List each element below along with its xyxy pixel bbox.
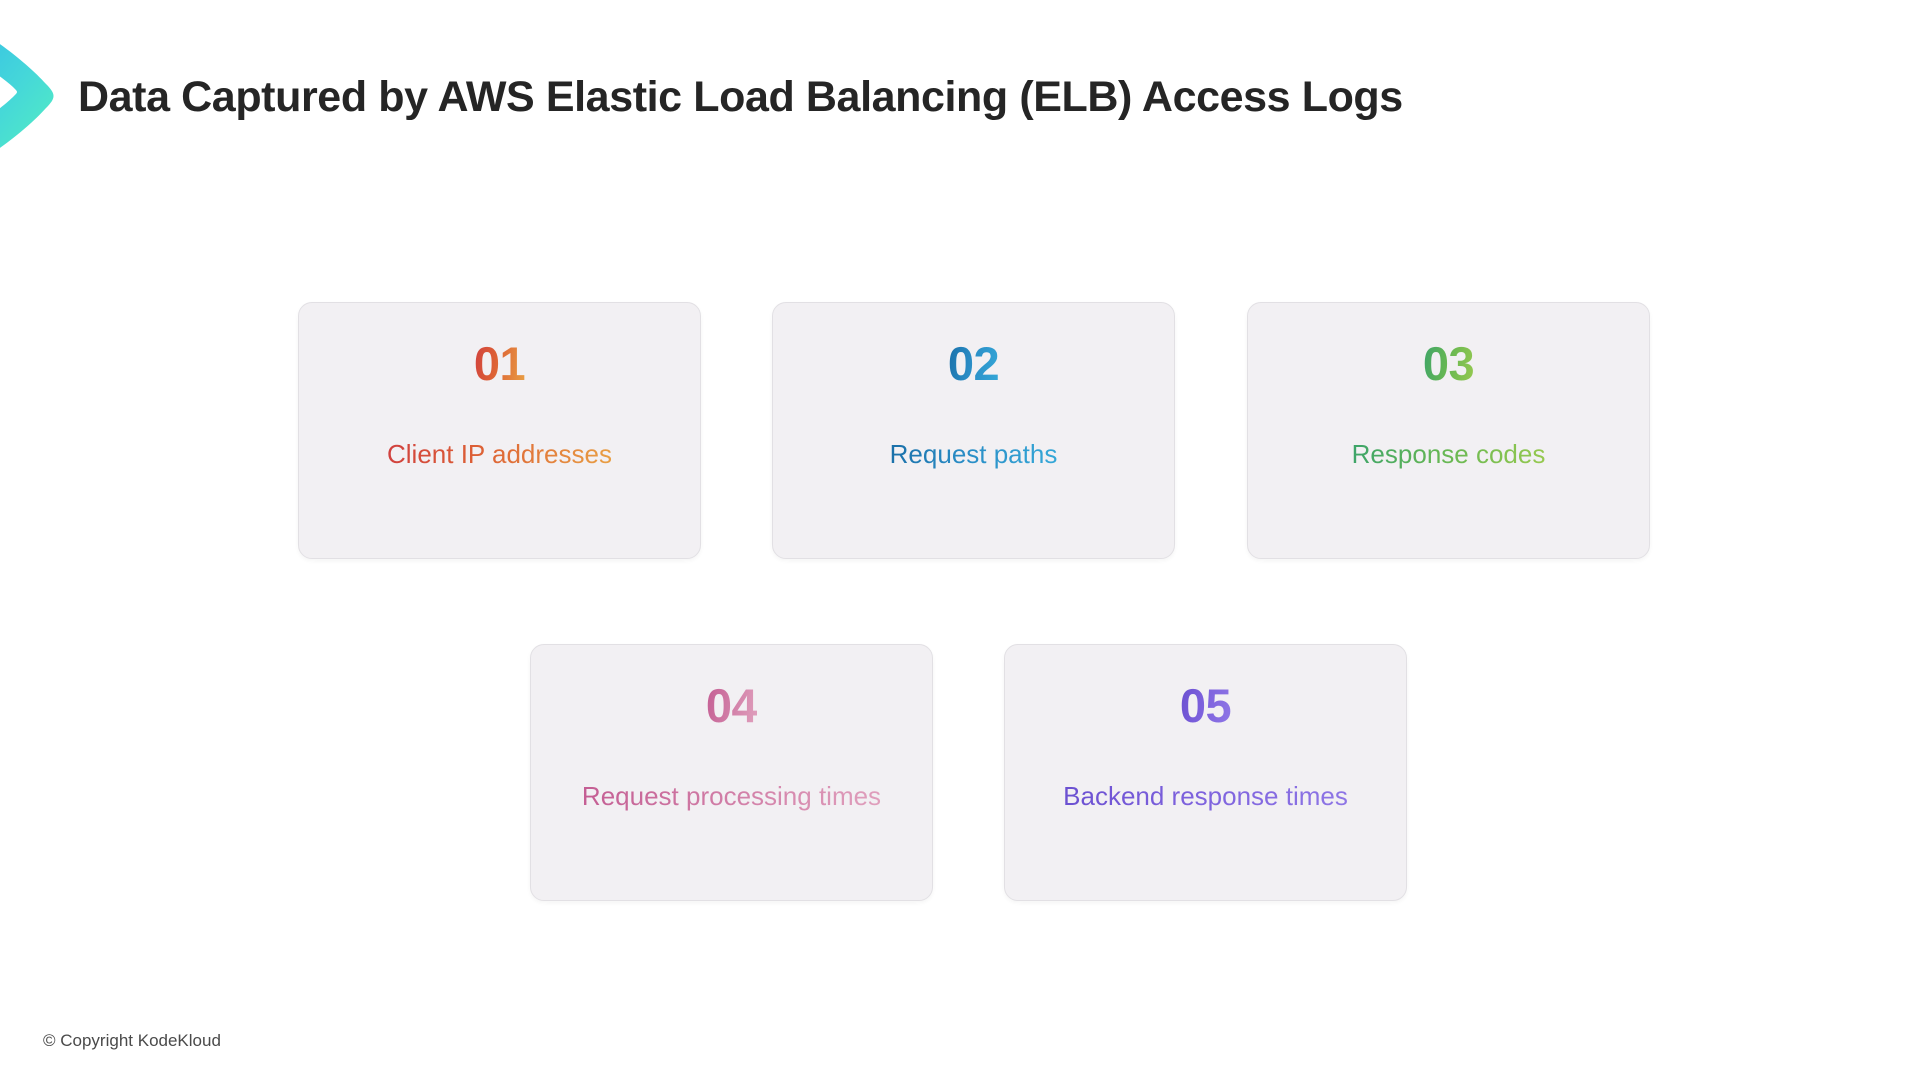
info-card-04[interactable]: 04 Request processing times <box>530 644 933 901</box>
card-label-04: Request processing times <box>581 781 882 811</box>
card-number-04: 04 <box>705 679 758 732</box>
card-label-02: Request paths <box>889 439 1058 469</box>
card-label-01: Client IP addresses <box>387 439 612 469</box>
info-card-01[interactable]: 01 Client IP addresses <box>298 302 701 559</box>
card-number-01: 01 <box>473 337 526 390</box>
card-number-02: 02 <box>947 337 1000 390</box>
info-card-02[interactable]: 02 Request paths <box>772 302 1175 559</box>
card-label-05: Backend response times <box>1056 781 1356 812</box>
card-number-03: 03 <box>1422 337 1475 390</box>
card-label-03: Response codes <box>1351 439 1546 469</box>
info-card-03[interactable]: 03 Response codes <box>1247 302 1650 559</box>
page-title: Data Captured by AWS Elastic Load Balanc… <box>78 73 1403 121</box>
card-number-05: 05 <box>1179 679 1232 732</box>
footer-copyright: © Copyright KodeKloud <box>43 1031 221 1050</box>
info-card-05[interactable]: 05 Backend response times <box>1004 644 1407 901</box>
